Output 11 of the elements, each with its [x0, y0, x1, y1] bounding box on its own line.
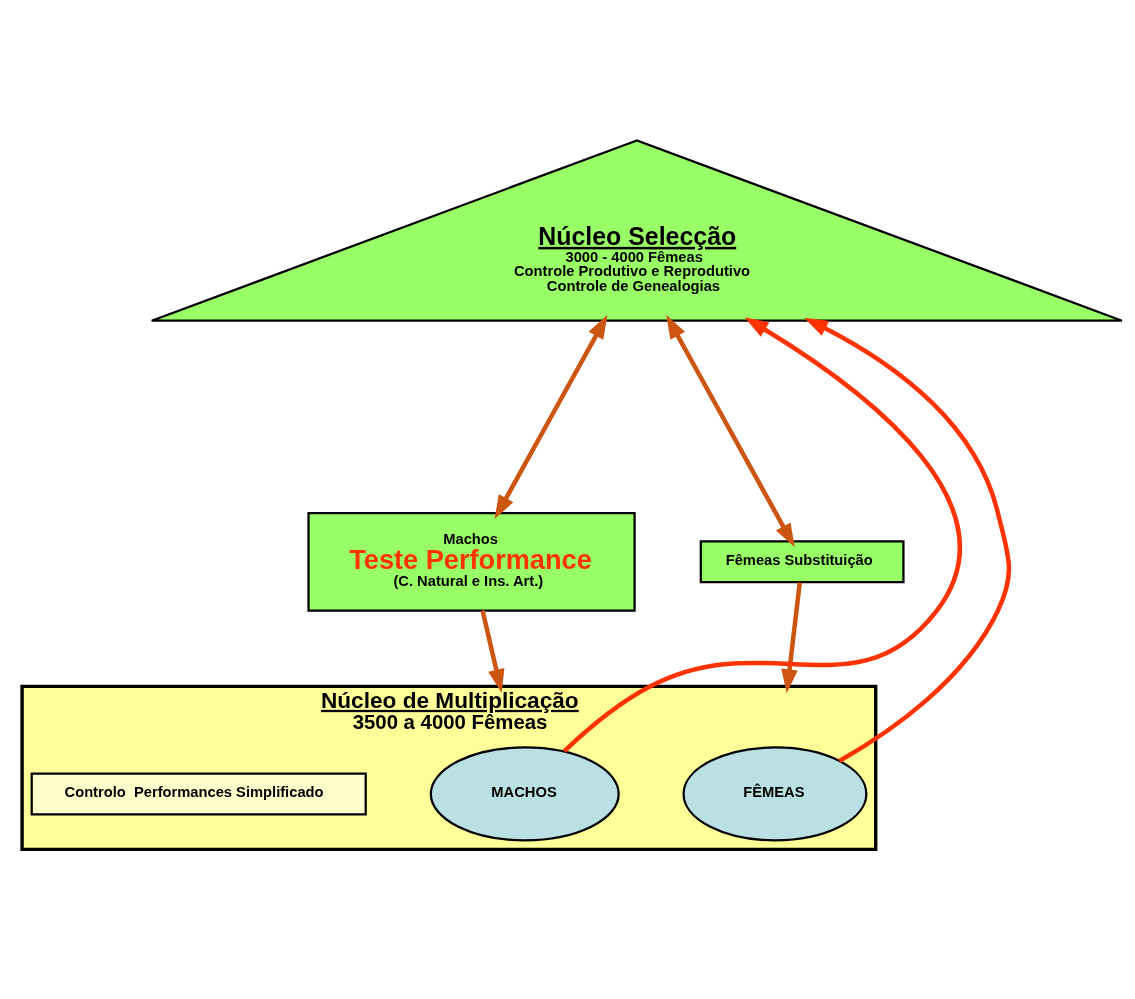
arrow: [562, 317, 962, 753]
arrow: [781, 582, 803, 694]
node-box: Controlo Performances Simplificado: [30, 772, 367, 816]
arrow: [494, 314, 608, 520]
node-box: Machos Teste Performance (C. Natural e Ins. Art.): [307, 512, 636, 612]
arrow: [480, 610, 505, 694]
node-ellipse: MACHOS: [429, 746, 620, 842]
arrow: [804, 317, 1012, 763]
node-box: Fêmeas Substituição: [699, 540, 905, 584]
arrow: [666, 314, 795, 548]
node-ellipse: FÊMEAS: [682, 746, 868, 842]
